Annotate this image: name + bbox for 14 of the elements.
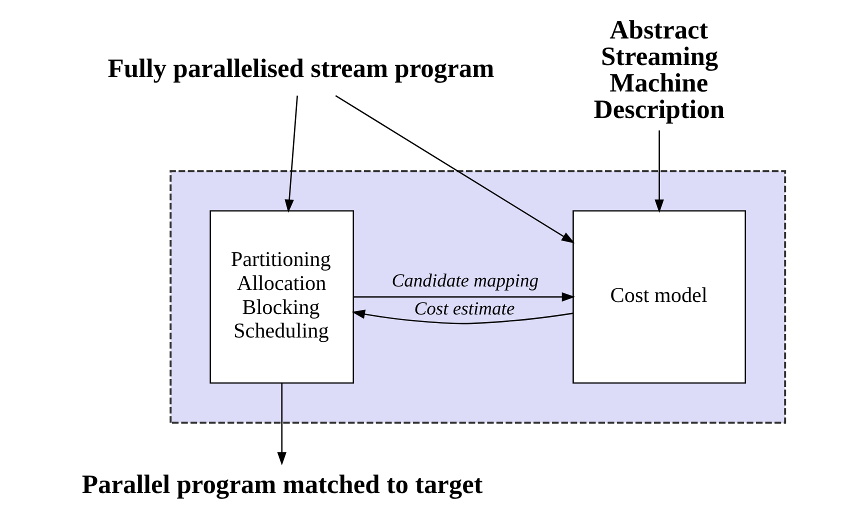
cluster <box>170 170 786 424</box>
node-text: Abstract Streaming Machine Description <box>594 14 725 124</box>
node-text: Parallel program matched to target <box>82 468 483 499</box>
node-text: Fully parallelised stream program <box>108 53 494 84</box>
arrow <box>335 95 575 244</box>
edge-label: Cost estimate <box>414 298 515 320</box>
arrow <box>284 96 298 213</box>
edge-label: Candidate mapping <box>392 270 538 292</box>
arrow <box>654 130 664 213</box>
node-box: Partitioning Allocation Blocking Scheduling <box>210 210 354 384</box>
node-box: Cost model <box>572 210 746 384</box>
arrow <box>352 310 574 324</box>
arrow <box>354 292 576 302</box>
arrow <box>277 383 286 466</box>
